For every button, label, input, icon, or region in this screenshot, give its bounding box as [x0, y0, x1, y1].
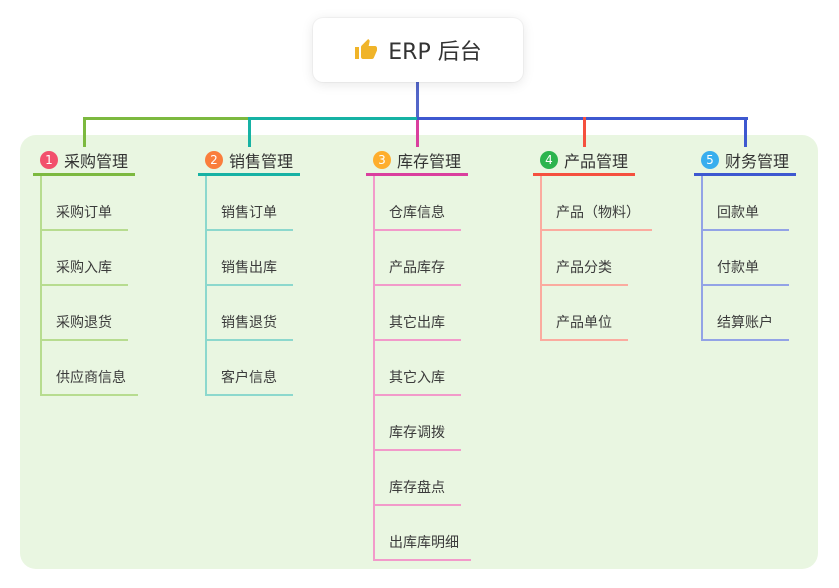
thumbs-up-icon	[355, 39, 378, 59]
sub-node[interactable]: 产品分类	[542, 231, 628, 286]
root-node-title: ERP 后台	[388, 40, 482, 65]
sub-node[interactable]: 销售订单	[207, 176, 293, 231]
connector-drop-branch5	[744, 117, 747, 147]
sub-node[interactable]: 客户信息	[207, 341, 293, 396]
branch-node[interactable]: 3 库存管理	[366, 147, 468, 176]
sub-node[interactable]: 其它出库	[375, 286, 461, 341]
sub-node[interactable]: 销售出库	[207, 231, 293, 286]
branch-subtree: 采购订单 采购入库 采购退货 供应商信息	[40, 176, 138, 396]
branch-label: 库存管理	[397, 152, 462, 171]
sub-node[interactable]: 库存盘点	[375, 451, 461, 506]
connector-bus-branch5	[417, 117, 748, 120]
connector-bus-branch1	[84, 117, 250, 120]
sub-node[interactable]: 仓库信息	[375, 176, 461, 231]
branch-purchase: 1 采购管理 采购订单 采购入库 采购退货 供应商信息	[33, 147, 138, 396]
branch-node[interactable]: 5 财务管理	[694, 147, 796, 176]
sub-node[interactable]: 销售退货	[207, 286, 293, 341]
branch-label: 销售管理	[229, 152, 294, 171]
branch-inventory: 3 库存管理 仓库信息 产品库存 其它出库 其它入库 库存调拨 库存盘点 出库库…	[366, 147, 471, 561]
branch-number-badge: 3	[373, 151, 391, 169]
sub-node[interactable]: 采购入库	[42, 231, 128, 286]
connector-drop-branch4	[583, 117, 586, 147]
sub-node[interactable]: 结算账户	[703, 286, 789, 341]
branch-number-badge: 1	[40, 151, 58, 169]
branch-sales: 2 销售管理 销售订单 销售出库 销售退货 客户信息	[198, 147, 300, 396]
mindmap-background-panel	[20, 135, 818, 569]
sub-node[interactable]: 回款单	[703, 176, 789, 231]
branch-subtree: 产品（物料） 产品分类 产品单位	[540, 176, 652, 341]
connector-root-drop	[416, 82, 419, 117]
branch-number-badge: 4	[540, 151, 558, 169]
branch-subtree: 销售订单 销售出库 销售退货 客户信息	[205, 176, 293, 396]
branch-subtree: 仓库信息 产品库存 其它出库 其它入库 库存调拨 库存盘点 出库库明细	[373, 176, 471, 561]
sub-node[interactable]: 其它入库	[375, 341, 461, 396]
branch-node[interactable]: 1 采购管理	[33, 147, 135, 176]
branch-label: 采购管理	[64, 152, 129, 171]
root-node[interactable]: ERP 后台	[313, 18, 523, 82]
sub-node[interactable]: 付款单	[703, 231, 789, 286]
sub-node[interactable]: 产品单位	[542, 286, 628, 341]
connector-drop-branch3	[416, 120, 419, 147]
sub-node[interactable]: 供应商信息	[42, 341, 138, 396]
sub-node[interactable]: 库存调拨	[375, 396, 461, 451]
branch-product: 4 产品管理 产品（物料） 产品分类 产品单位	[533, 147, 652, 341]
branch-node[interactable]: 2 销售管理	[198, 147, 300, 176]
branch-label: 产品管理	[564, 152, 629, 171]
connector-drop-branch1	[83, 117, 86, 147]
connector-drop-branch2	[248, 117, 251, 147]
branch-subtree: 回款单 付款单 结算账户	[701, 176, 789, 341]
branch-number-badge: 2	[205, 151, 223, 169]
branch-number-badge: 5	[701, 151, 719, 169]
sub-node[interactable]: 产品（物料）	[542, 176, 652, 231]
sub-node[interactable]: 出库库明细	[375, 506, 471, 561]
sub-node[interactable]: 产品库存	[375, 231, 461, 286]
connector-bus-branch2	[249, 117, 418, 120]
sub-node[interactable]: 采购订单	[42, 176, 128, 231]
sub-node[interactable]: 采购退货	[42, 286, 128, 341]
branch-node[interactable]: 4 产品管理	[533, 147, 635, 176]
branch-finance: 5 财务管理 回款单 付款单 结算账户	[694, 147, 796, 341]
branch-label: 财务管理	[725, 152, 790, 171]
